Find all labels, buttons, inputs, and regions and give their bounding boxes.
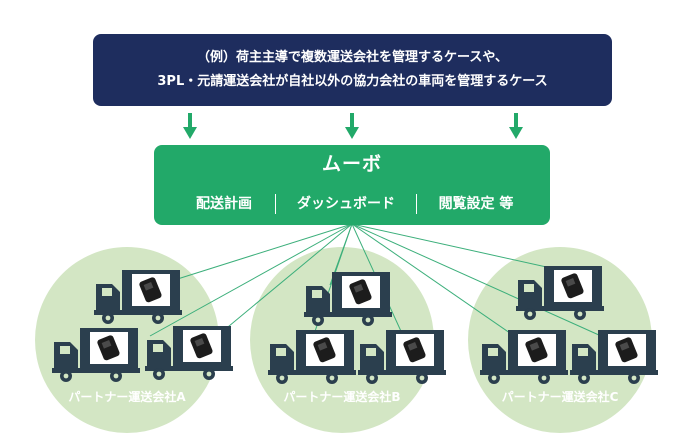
divider [416, 194, 417, 214]
feature-delivery-planning: 配送計画 [196, 196, 252, 212]
down-arrow-icon [509, 113, 523, 139]
partner-label-c: パートナー運送会社C [501, 390, 619, 404]
feature-view-settings: 閲覧設定 等 [438, 196, 514, 212]
partner-label-b: パートナー運送会社B [283, 390, 401, 404]
feature-dashboard: ダッシュボード [297, 196, 395, 212]
down-arrow-icon [183, 113, 197, 139]
down-arrow-icon [345, 113, 359, 139]
divider [275, 194, 276, 214]
banner-line-1: （例）荷主主導で複数運送会社を管理するケースや、 [197, 50, 508, 65]
muubo-platform-box: ムーボ 配送計画 ダッシュボード 閲覧設定 等 [154, 145, 550, 225]
platform-name: ムーボ [321, 153, 382, 175]
use-case-banner: （例）荷主主導で複数運送会社を管理するケースや、 3PL・元請運送会社が自社以外… [93, 34, 612, 106]
banner-line-2: 3PL・元請運送会社が自社以外の協力会社の車両を管理するケース [157, 74, 548, 89]
partner-label-a: パートナー運送会社A [68, 390, 186, 404]
